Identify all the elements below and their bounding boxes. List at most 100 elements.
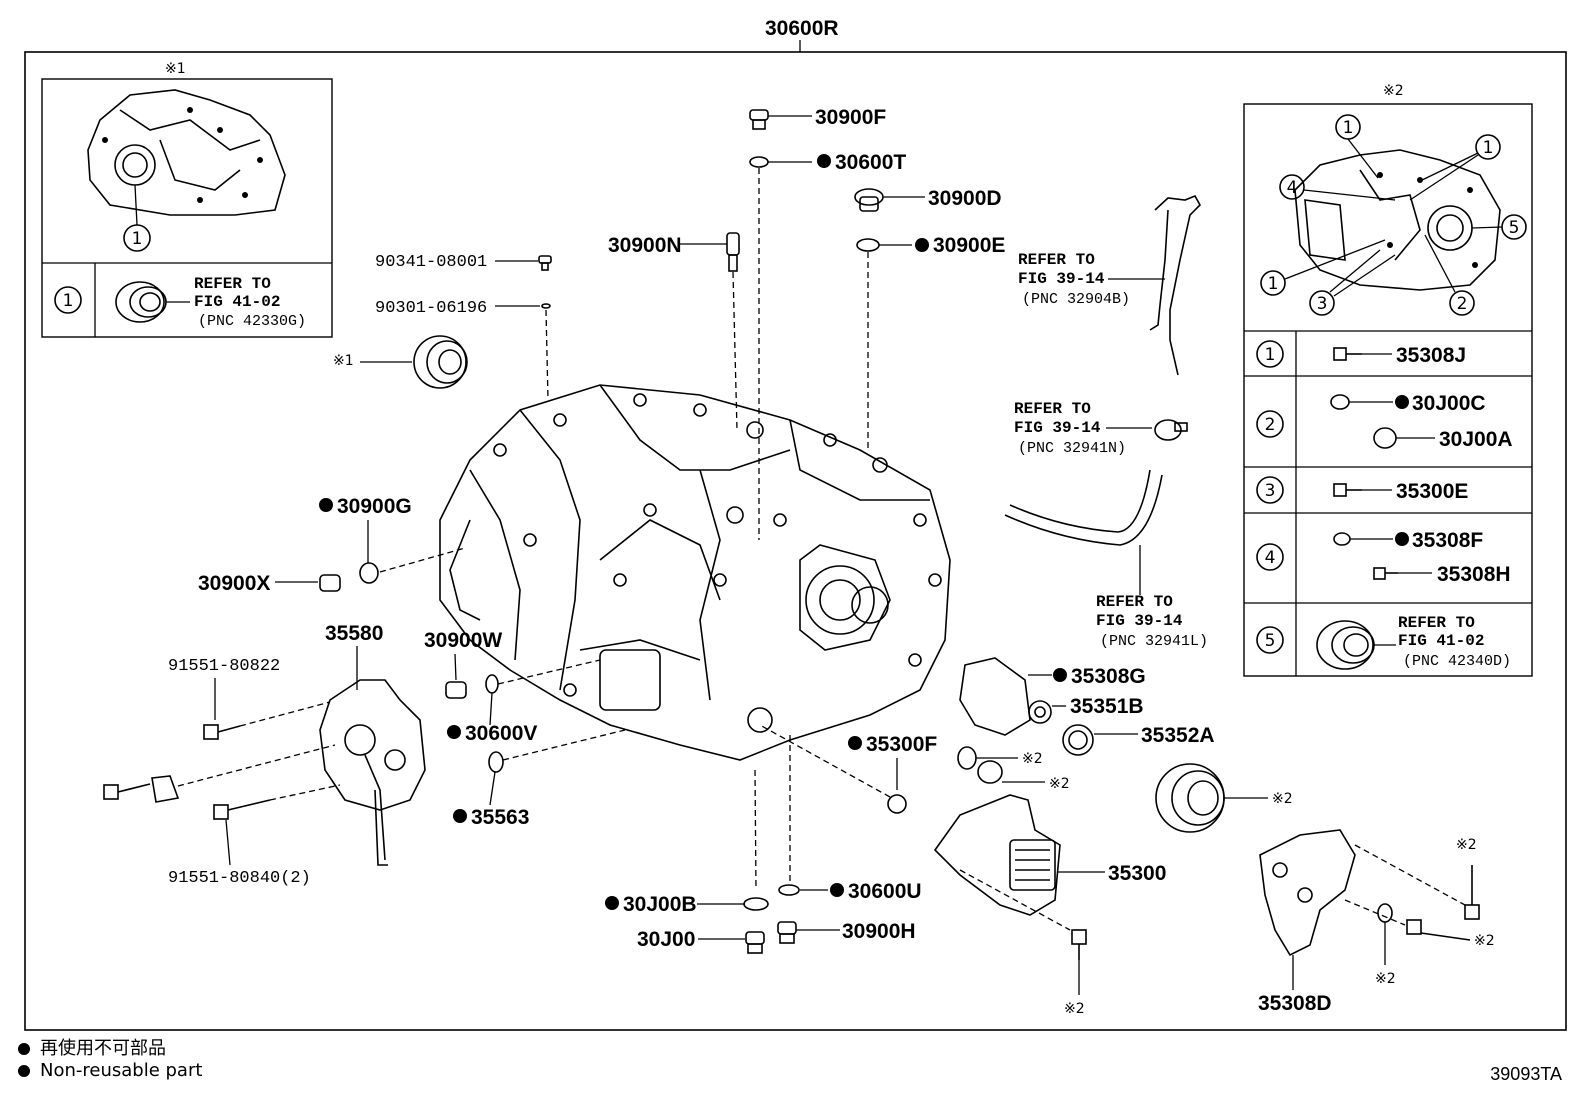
svg-text:1: 1 <box>132 229 143 249</box>
part-90301-06196[interactable]: 90301-06196 <box>375 299 487 318</box>
part-35300F[interactable]: 35300F <box>866 733 937 756</box>
non-reusable-dot <box>1395 532 1409 546</box>
non-reusable-dot <box>18 1065 30 1077</box>
part-35300E[interactable]: 35300E <box>1396 480 1468 503</box>
svg-text:REFER TO: REFER TO <box>1018 251 1095 269</box>
bolt-icon <box>1333 347 1362 361</box>
part-30600T[interactable]: 30600T <box>835 151 906 174</box>
note-mark-1: ※1 <box>333 353 354 369</box>
ref-pnc-32941N[interactable]: (PNC 32941N) <box>1018 440 1126 457</box>
hose-illustration <box>1004 469 1163 546</box>
part-30900H[interactable]: 30900H <box>842 920 916 943</box>
svg-text:REFER TO: REFER TO <box>1398 614 1475 632</box>
part-30J00B[interactable]: 30J00B <box>623 893 697 916</box>
oil-pump-illustration <box>319 679 426 866</box>
inset2-housing-illustration <box>1294 149 1501 291</box>
part-35351B[interactable]: 35351B <box>1070 695 1144 718</box>
oil-seal-icon <box>413 335 468 389</box>
svg-text:1: 1 <box>1265 345 1276 365</box>
svg-text:REFER TO: REFER TO <box>1096 593 1173 611</box>
part-30600V[interactable]: 30600V <box>465 722 537 745</box>
svg-text:1: 1 <box>1268 274 1279 294</box>
part-35308H[interactable]: 35308H <box>1437 563 1511 586</box>
screw-icon <box>538 255 552 271</box>
plug-icon <box>749 109 769 130</box>
svg-text:(PNC 42330G): (PNC 42330G) <box>198 313 306 330</box>
bolt-icon <box>1071 929 1087 960</box>
svg-text:1: 1 <box>63 291 74 311</box>
gasket-icon <box>856 238 880 252</box>
part-30900X[interactable]: 30900X <box>198 572 270 595</box>
bolt-icon <box>203 724 241 740</box>
svg-text:2: 2 <box>1457 294 1468 314</box>
svg-text:1: 1 <box>1343 118 1354 138</box>
breather-plug-icon <box>726 232 740 272</box>
ref-pnc-32904B[interactable]: (PNC 32904B) <box>1022 291 1130 308</box>
non-reusable-dot <box>605 896 619 910</box>
svg-text:4: 4 <box>1287 178 1298 198</box>
seal-icon <box>957 746 977 770</box>
part-30900D[interactable]: 30900D <box>928 187 1002 210</box>
part-35308F[interactable]: 35308F <box>1412 529 1483 552</box>
oil-seal-icon <box>115 281 167 323</box>
transaxle-housing-illustration <box>439 384 951 761</box>
part-30900W[interactable]: 30900W <box>424 629 502 652</box>
inset1-housing-illustration <box>87 89 286 216</box>
assembly-title: 30600R <box>765 17 839 40</box>
svg-text:FIG 41-02: FIG 41-02 <box>1398 632 1484 650</box>
svg-text:※2: ※2 <box>1272 791 1293 807</box>
part-30J00A[interactable]: 30J00A <box>1439 428 1513 451</box>
svg-text:※2: ※2 <box>1456 837 1477 853</box>
ref-pnc-32941L[interactable]: (PNC 32941L) <box>1100 633 1208 650</box>
part-35352A[interactable]: 35352A <box>1141 724 1215 747</box>
plug-icon <box>445 681 467 699</box>
part-90341-08001[interactable]: 90341-08001 <box>375 253 487 272</box>
part-30900E[interactable]: 30900E <box>933 234 1005 257</box>
part-30J00C[interactable]: 30J00C <box>1412 392 1486 415</box>
part-35308D[interactable]: 35308D <box>1258 992 1332 1015</box>
plug-icon <box>854 188 884 212</box>
svg-text:2: 2 <box>1265 415 1276 435</box>
oil-strainer-gasket-icon <box>959 657 1031 736</box>
bracket-illustration <box>1259 829 1356 957</box>
inset2-box <box>1243 103 1533 677</box>
bolt-icon <box>213 799 271 820</box>
washer-icon <box>1377 903 1393 923</box>
part-30900G[interactable]: 30900G <box>337 495 412 518</box>
svg-text:※2: ※2 <box>1375 971 1396 987</box>
part-91551-80840[interactable]: 91551-80840(2) <box>168 869 311 888</box>
part-35580[interactable]: 35580 <box>325 622 383 645</box>
washer-icon <box>1330 394 1350 410</box>
svg-text:REFER TO: REFER TO <box>1014 400 1091 418</box>
part-30J00[interactable]: 30J00 <box>637 928 695 951</box>
gear-icon <box>1028 700 1052 724</box>
part-30900N[interactable]: 30900N <box>608 234 682 257</box>
part-91551-80822[interactable]: 91551-80822 <box>168 657 280 676</box>
inset1-box <box>41 78 333 338</box>
svg-text:※2: ※2 <box>1064 1001 1085 1017</box>
non-reusable-dot <box>915 238 929 252</box>
part-35300[interactable]: 35300 <box>1108 862 1166 885</box>
bolt-icon <box>1333 483 1362 497</box>
part-35308J[interactable]: 35308J <box>1396 344 1466 367</box>
svg-text:5: 5 <box>1265 631 1276 651</box>
bolt-icon <box>1406 919 1471 941</box>
oil-seal-icon <box>1316 620 1375 670</box>
svg-text:FIG 39-14: FIG 39-14 <box>1018 270 1105 288</box>
part-35563[interactable]: 35563 <box>471 806 529 829</box>
bolt-icon <box>103 783 151 800</box>
plug-icon <box>1373 427 1397 449</box>
o-ring-icon <box>485 674 499 694</box>
gasket-icon <box>749 156 769 168</box>
inset1-callout <box>123 224 151 252</box>
svg-text:3: 3 <box>1317 294 1328 314</box>
part-35308G[interactable]: 35308G <box>1071 665 1146 688</box>
svg-text:3: 3 <box>1265 481 1276 501</box>
plug-icon <box>319 574 341 592</box>
non-reusable-dot <box>1053 668 1067 682</box>
svg-text:(PNC 42340D): (PNC 42340D) <box>1403 653 1511 670</box>
part-30600U[interactable]: 30600U <box>848 880 922 903</box>
svg-text:REFER TO: REFER TO <box>194 275 271 293</box>
part-30900F[interactable]: 30900F <box>815 106 886 129</box>
